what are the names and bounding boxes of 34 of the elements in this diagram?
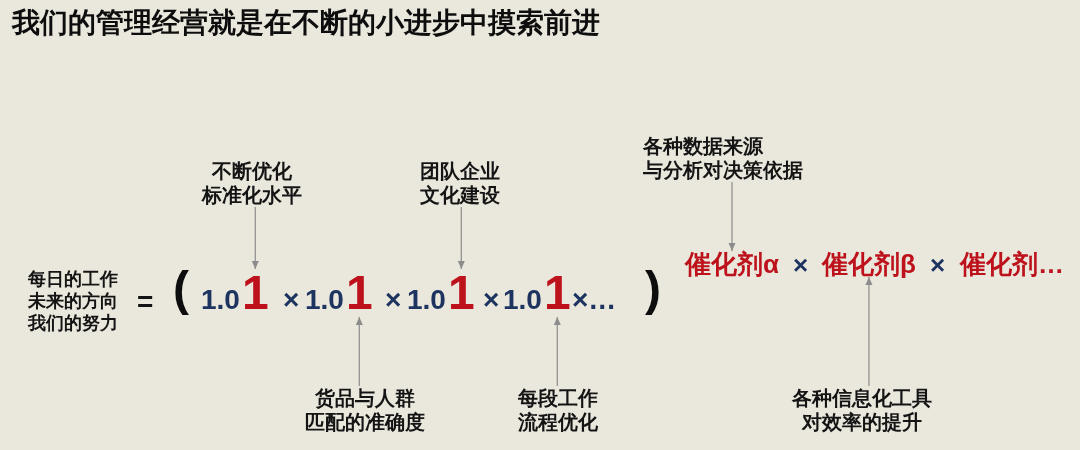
base-number: 1.0 (407, 286, 446, 314)
arrow (355, 316, 363, 387)
annotation-text: 团队企业文化建设 (420, 159, 500, 207)
multiply-sign: ×… (572, 286, 617, 314)
parenthesis: ( (173, 265, 189, 313)
multiply-sign: × (483, 286, 500, 314)
catalyst-term: 催化剂β (822, 251, 916, 277)
multiply-sign: × (283, 286, 300, 314)
arrow (728, 181, 736, 252)
highlight-digit: 1 (447, 269, 475, 317)
annotation-text: 货品与人群匹配的准确度 (305, 386, 425, 434)
arrow (457, 206, 465, 270)
base-number: 1.0 (201, 286, 240, 314)
annotation-text: 每段工作流程优化 (518, 386, 598, 434)
base-number: 1.0 (503, 286, 542, 314)
highlight-digit: 1 (543, 269, 571, 317)
highlight-digit: 1 (241, 269, 269, 317)
page-title: 我们的管理经营就是在不断的小进步中摸索前进 (12, 6, 600, 40)
annotation-text: 各种信息化工具对效率的提升 (792, 386, 932, 434)
multiply-sign: × (793, 252, 809, 278)
parenthesis: ) (645, 265, 661, 313)
equation-label: 每日的工作未来的方向我们的努力 (28, 268, 118, 334)
annotation-text: 各种数据来源与分析对决策依据 (643, 134, 803, 182)
equals-sign: = (137, 288, 154, 316)
arrow (865, 276, 873, 387)
multiply-sign: × (930, 252, 946, 278)
base-number: 1.0 (305, 286, 344, 314)
multiply-sign: × (385, 286, 402, 314)
highlight-digit: 1 (345, 269, 373, 317)
catalyst-term: 催化剂α (685, 251, 779, 277)
arrow (251, 206, 259, 270)
arrow (553, 316, 561, 387)
annotation-text: 不断优化标准化水平 (202, 159, 302, 207)
catalyst-term: 催化剂… (960, 251, 1064, 277)
